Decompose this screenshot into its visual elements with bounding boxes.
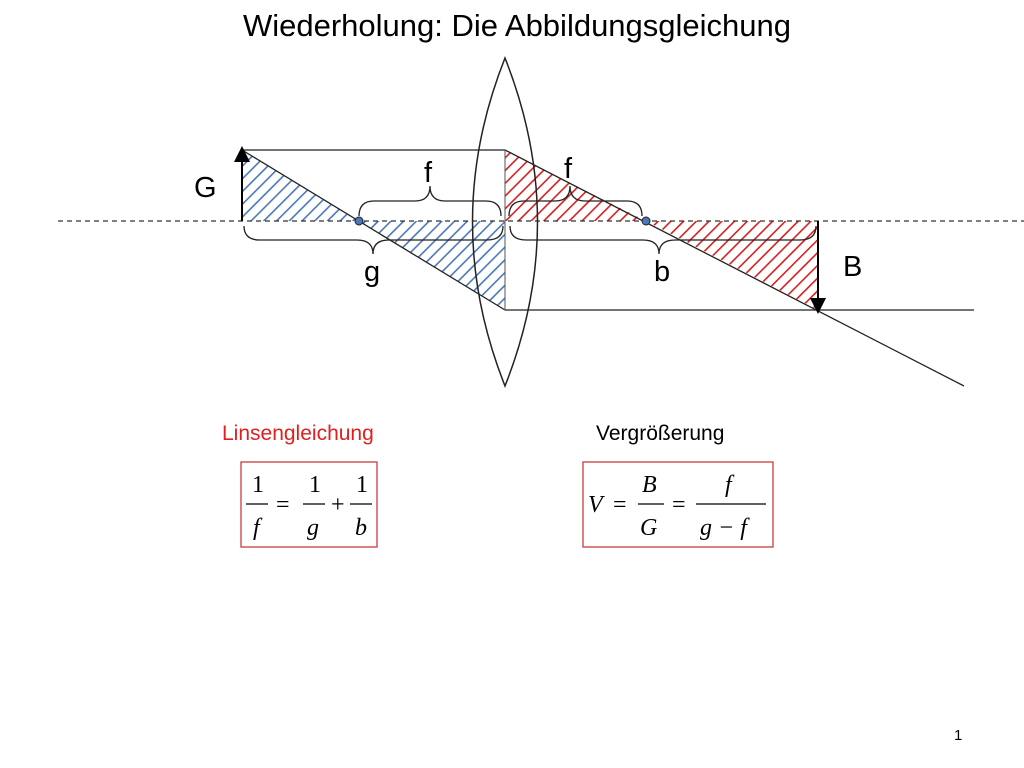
- eq1-den-f: f: [253, 515, 263, 541]
- brace-focal-right: [508, 185, 643, 217]
- caption-magnification: Vergrößerung: [596, 422, 724, 445]
- label-image-B: B: [843, 251, 862, 283]
- focal-point-left: [354, 216, 364, 226]
- brace-focal-left: [358, 185, 502, 217]
- eq1-equals: =: [276, 492, 290, 518]
- central-ray: [241, 149, 506, 311]
- label-image-distance-b: b: [654, 256, 670, 288]
- label-focal-left: f: [424, 157, 433, 189]
- slide-title: Wiederholung: Die Abbildungsgleichung: [242, 8, 792, 43]
- lens-equation-box: [240, 461, 378, 548]
- label-object-G: G: [194, 172, 217, 204]
- eq2-num-f: f: [725, 472, 735, 498]
- label-focal-right: f: [564, 153, 573, 185]
- eq2-num-B: B: [642, 472, 657, 498]
- eq1-num-3: 1: [356, 472, 368, 498]
- label-object-distance-g: g: [364, 256, 380, 288]
- refracted-ray: [504, 149, 965, 387]
- eq1-den-g: g: [307, 515, 319, 541]
- magnification-box: [582, 461, 774, 548]
- eq2-V: V: [588, 492, 605, 518]
- eq1-den-b: b: [355, 515, 367, 541]
- eq1-plus: +: [331, 492, 345, 518]
- page-number: 1: [954, 727, 962, 744]
- focal-point-right: [641, 216, 651, 226]
- eq2-equals-1: =: [613, 492, 627, 518]
- eq1-num-2: 1: [309, 472, 321, 498]
- brace-object-distance: [243, 225, 504, 255]
- lens-equation: 1 f = 1 g + 1 b: [246, 472, 372, 541]
- image-triangle-red: [646, 221, 818, 310]
- eq1-num-1: 1: [252, 472, 264, 498]
- magnification-equation: V = B G = f g − f: [588, 472, 766, 541]
- eq2-den-g-minus-f: g − f: [700, 515, 750, 541]
- caption-lens-equation: Linsengleichung: [222, 422, 374, 445]
- brace-image-distance: [509, 225, 817, 255]
- converging-lens: [471, 55, 539, 389]
- eq2-den-G: G: [640, 515, 657, 541]
- eq2-equals-2: =: [672, 492, 686, 518]
